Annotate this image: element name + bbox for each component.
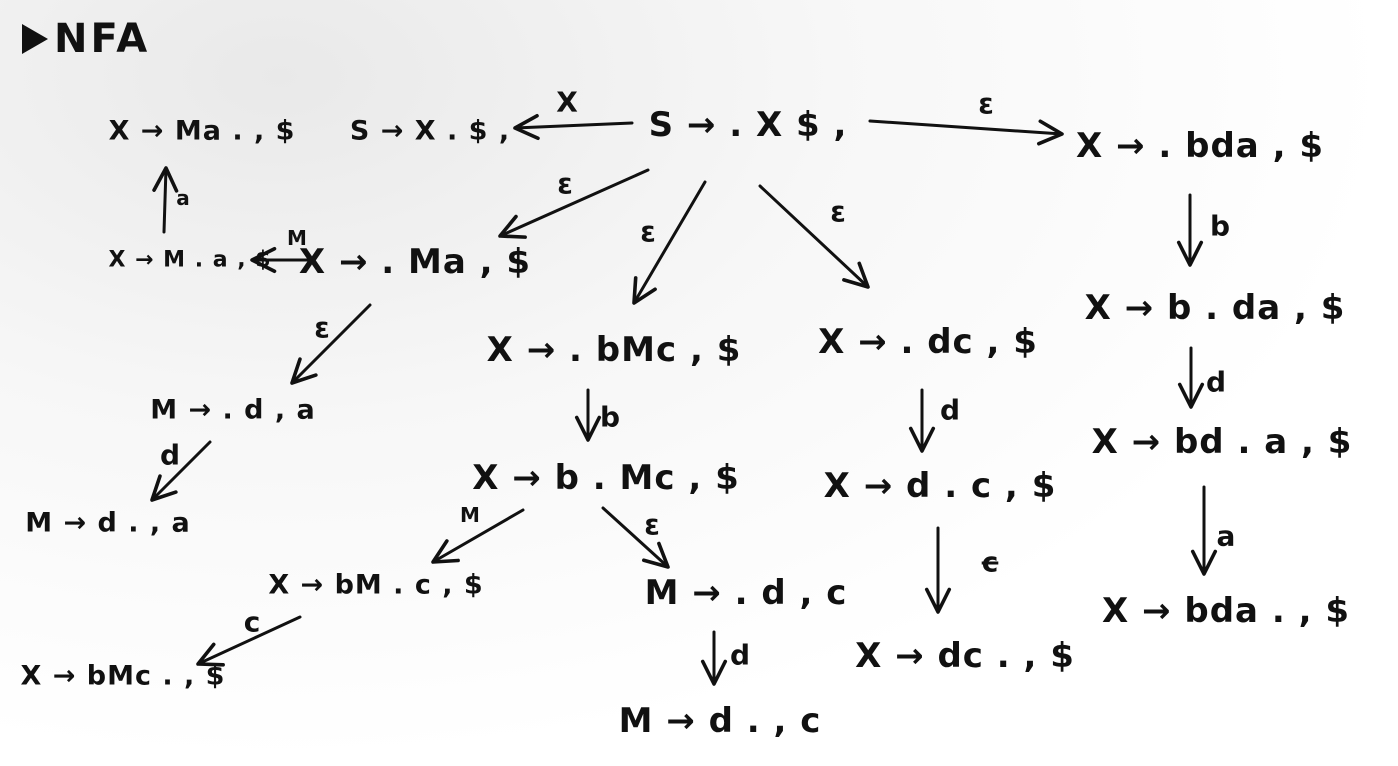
state-x-dot-bmc: X → . bMc , $ [486, 330, 742, 370]
state-x-b-dot-mc: X → b . Mc , $ [472, 458, 740, 498]
edge-label-xma0-to-mda: ε [314, 311, 330, 345]
edge-xbmc1-to-mdc [601, 506, 670, 569]
edge-start-to-sx [513, 113, 634, 141]
title-marker-icon [22, 24, 48, 54]
edge-label-xbda2-to-xbda3: a [1216, 519, 1236, 553]
state-x-dot-ma: X → . Ma , $ [298, 242, 532, 282]
state-m-dot-d-c: M → . d , c [644, 573, 848, 613]
state-m-d-dot-a: M → d . , a [25, 507, 191, 539]
edge-label-xbda0-to-xbda1: b [1209, 209, 1231, 243]
edge-mda0-to-mda1 [150, 440, 212, 502]
edge-label-xdc1-to-xdc2: c [981, 545, 999, 579]
edge-label-xma1-to-xma2: a [176, 186, 190, 210]
state-m-d-dot-c: M → d . , c [618, 701, 822, 741]
edge-start-to-xma [498, 168, 650, 239]
edge-label-xma0-to-xma1: M [287, 226, 307, 250]
state-x-ma-dot: X → Ma . , $ [108, 115, 296, 147]
edge-label-xbmc2-to-xbmc3: c [243, 605, 261, 639]
state-x-d-dot-c: X → d . c , $ [823, 466, 1057, 506]
edge-label-start-to-xbmc: ε [640, 215, 656, 249]
edge-start-to-xbda [868, 119, 1064, 146]
state-x-dot-bda: X → . bda , $ [1076, 126, 1324, 166]
edge-label-start-to-xma: ε [557, 167, 573, 201]
state-x-bd-dot-a: X → bd . a , $ [1091, 422, 1353, 462]
edge-xbmc2-to-xbmc3 [196, 615, 302, 667]
state-x-b-dot-da: X → b . da , $ [1084, 288, 1346, 328]
state-m-dot-d-a: M → . d , a [150, 394, 316, 426]
state-s-x-dot: S → X . $ , [349, 115, 511, 147]
diagram-title: NFA [22, 16, 150, 62]
edge-xma1-to-xma2 [152, 166, 179, 234]
edge-xbmc1-to-xbmc2 [431, 508, 525, 564]
edge-xma0-to-mda [290, 303, 372, 385]
edge-start-to-xdc [758, 184, 870, 289]
state-x-dot-dc: X → . dc , $ [818, 322, 1038, 362]
edge-label-xbmc0-to-xbmc1: b [599, 400, 621, 434]
edge-label-xbmc1-to-mdc: ε [644, 508, 660, 542]
edge-label-mdc0-to-mdc1: d [729, 638, 751, 672]
state-x-bda-dot: X → bda . , $ [1102, 591, 1350, 631]
edge-label-xbda1-to-xbda2: d [1205, 365, 1227, 399]
edge-label-xdc0-to-xdc1: d [939, 393, 961, 427]
title-text: NFA [54, 16, 151, 62]
state-x-dc-dot: X → dc . , $ [855, 636, 1075, 676]
state-x-bm-dot-c: X → bM . c , $ [268, 569, 484, 601]
edge-label-start-to-sx: X [556, 85, 578, 119]
state-s-start: S → . X $ , [648, 105, 848, 145]
edge-label-mda0-to-mda1: d [159, 438, 181, 472]
state-x-m-dot-a: X → M . a , $ [108, 247, 272, 273]
edge-label-start-to-xbda: ε [978, 87, 994, 121]
edge-start-to-xbmc [632, 180, 707, 305]
state-x-bmc-dot: X → bMc . , $ [20, 660, 226, 692]
edge-label-xbmc1-to-xbmc2: M [460, 503, 480, 527]
edge-label-start-to-xdc: ε [830, 195, 846, 229]
